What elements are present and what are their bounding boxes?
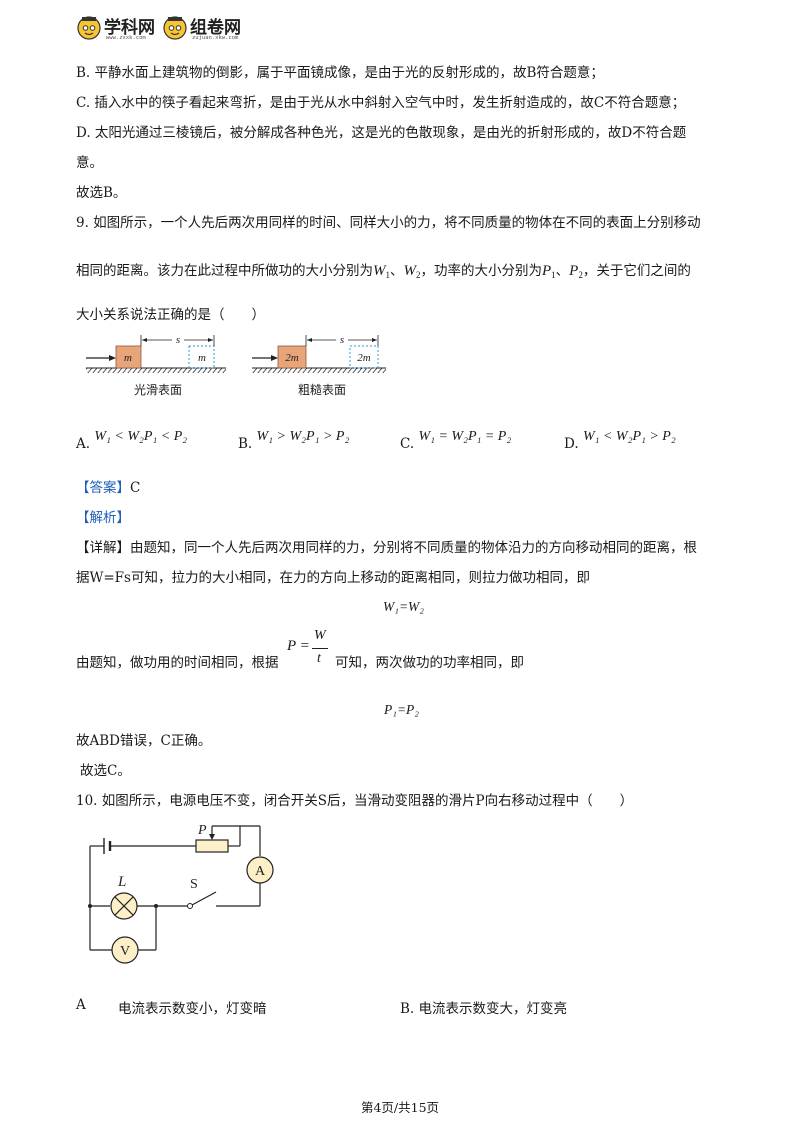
q10-option-a: A xyxy=(76,997,86,1013)
lamp-label: L xyxy=(117,874,126,890)
q9-stem-line3: 大小关系说法正确的是（ ） xyxy=(76,307,265,323)
answer-value: C xyxy=(130,480,141,496)
power-formula: P = W t xyxy=(287,628,331,674)
q9-stem-line1: 9. 如图所示，一个人先后两次用同样的时间、同样大小的力，将不同质量的物体在不同… xyxy=(76,215,701,231)
left-ghost-block xyxy=(188,345,215,369)
q9-detail-line1: 【详解】由题知，同一个人先后两次用同样的力，分别将不同质量的物体沿力的方向移动相… xyxy=(76,540,697,556)
p2-symbol: P2 xyxy=(569,263,583,280)
q9-detail-line3b: 可知，两次做功的功率相同，即 xyxy=(335,655,524,671)
left-caption: 光滑表面 xyxy=(134,383,182,397)
right-caption: 粗糙表面 xyxy=(298,383,346,397)
left-distance-label: s xyxy=(176,334,180,346)
w2-symbol: W2 xyxy=(403,263,421,280)
q10-circuit-diagram: P A L S V xyxy=(88,823,274,964)
right-distance-label: s xyxy=(340,334,344,346)
right-arrowhead-icon xyxy=(271,355,278,361)
p1-symbol: P1 xyxy=(542,263,556,280)
right-ghost-block xyxy=(349,345,379,369)
left-ground-hatch xyxy=(86,368,226,373)
q10-stem: 10. 如图所示，电源电压不变，闭合开关S后，当滑动变阻器的滑片P向右移动过程中… xyxy=(76,793,634,809)
formula-fraction-bar xyxy=(312,648,328,649)
logo1-url: www.zxxk.com xyxy=(106,35,146,41)
q8-option-d-line1: D. 太阳光通过三棱镜后，被分解成各种色光，这是光的色散现象，是由光的折射形成的… xyxy=(76,125,687,141)
logo1-text: 学科网 xyxy=(104,18,155,38)
q8-option-b: B. 平静水面上建筑物的倒影，属于平面镜成像，是由于光的反射形成的，故B符合题意… xyxy=(76,65,604,81)
q8-option-d-line2: 意。 xyxy=(76,155,103,171)
slider-label: P xyxy=(197,823,207,838)
rheostat xyxy=(195,839,229,853)
q9-answer: 【答案】C xyxy=(76,479,140,497)
formula-numerator: W xyxy=(314,628,326,643)
header-logos: 学科网 www.zxxk.com 组卷网 zujuan.xkw.com xyxy=(76,12,276,46)
right-block xyxy=(277,345,307,369)
q9-wrong-options: 故ABD错误，C正确。 xyxy=(76,733,212,749)
q9-detail-line3: 由题知，做功用的时间相同，根据 xyxy=(76,655,279,671)
detail-tag: 【详解】 xyxy=(76,540,130,556)
left-block xyxy=(115,345,142,369)
ammeter-label: A xyxy=(255,864,266,879)
right-ground-hatch xyxy=(252,368,386,373)
switch-label: S xyxy=(190,877,198,892)
q8-option-c: C. 插入水中的筷子看起来弯折，是由于光从水中斜射入空气中时，发生折射造成的，故… xyxy=(76,95,686,111)
formula-denominator: t xyxy=(317,651,321,666)
right-block-label: 2m xyxy=(285,352,299,364)
q9-option-d: D. W₁ < W₂P₁ > P₂ xyxy=(564,429,676,452)
voltmeter-label: V xyxy=(120,944,130,959)
switch-blade xyxy=(191,891,217,906)
q8-conclusion: 故选B。 xyxy=(76,185,127,201)
q9-figure: m m s 光滑表面 2m 2m s 粗糙表面 xyxy=(86,334,386,397)
q10-option-b: B. 电流表示数变大，灯变亮 xyxy=(400,1001,568,1017)
logo-face-icon-2 xyxy=(163,16,187,40)
q10-option-a-text: 电流表示数变小，灯变暗 xyxy=(118,1001,267,1017)
q9-conclusion: 故选C。 xyxy=(80,763,131,779)
left-block-label: m xyxy=(124,352,132,364)
page-number: 第4页/共15页 xyxy=(360,1100,440,1115)
logo-face-icon xyxy=(77,16,101,40)
q9-option-c: C. W₁ = W₂P₁ = P₂ xyxy=(400,429,512,452)
q9-equation-1: W₁=W₂ xyxy=(383,599,424,614)
q9-stem-line2: 相同的距离。该力在此过程中所做功的大小分别为W1、W2，功率的大小分别为P1、P… xyxy=(76,263,691,280)
q9-analysis-tag: 【解析】 xyxy=(76,510,130,526)
q9-option-b: B. W₁ > W₂P₁ > P₂ xyxy=(238,429,350,452)
switch-pivot xyxy=(187,903,193,909)
logo2-text: 组卷网 xyxy=(190,18,241,38)
q9-option-a: A. W₁ < W₂P₁ < P₂ xyxy=(76,429,188,452)
left-ghost-label: m xyxy=(198,352,206,364)
slider-arrow-icon xyxy=(209,834,215,840)
q9-detail-line2: 据W=Fs可知，拉力的大小相同，在力的方向上移动的距离相同，则拉力做功相同，即 xyxy=(76,570,590,586)
formula-lhs: P = xyxy=(287,638,310,654)
q9-equation-2: P₁=P₂ xyxy=(384,702,419,717)
logo2-url: zujuan.xkw.com xyxy=(192,35,239,41)
left-arrowhead-icon xyxy=(109,355,116,361)
right-ghost-label: 2m xyxy=(357,352,371,364)
answer-tag: 【答案】 xyxy=(76,480,130,496)
w1-symbol: W1 xyxy=(373,263,390,280)
